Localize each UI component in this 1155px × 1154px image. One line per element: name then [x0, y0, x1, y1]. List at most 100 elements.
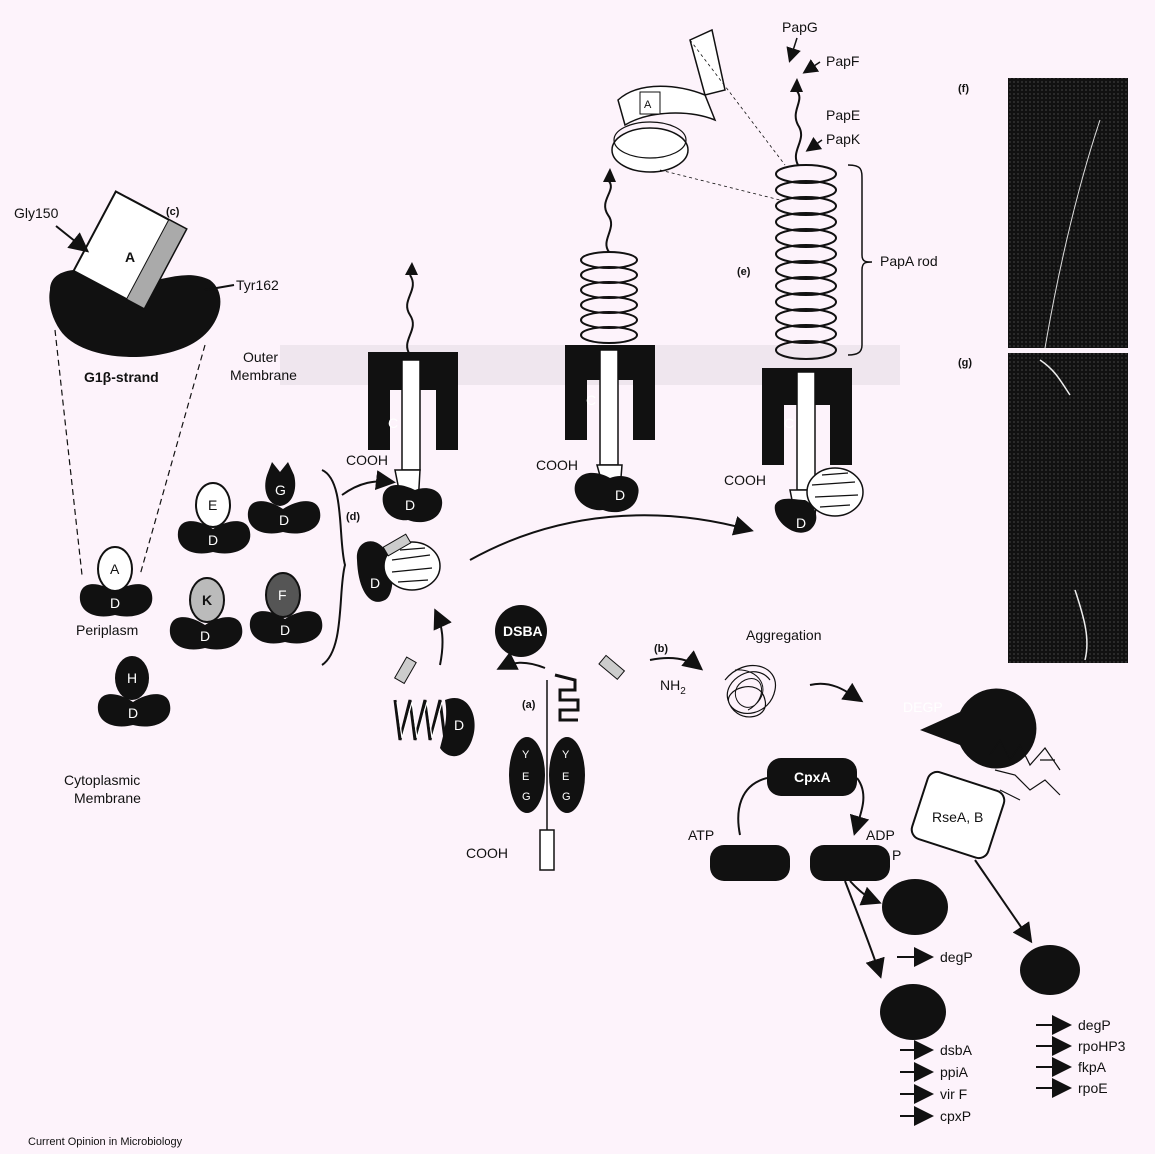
promoter-complex-2 [880, 984, 946, 1040]
papa-rod-label: PapA rod [880, 253, 938, 269]
atp-label: ATP [688, 827, 714, 843]
sigma-e-gene-1: rpoHP3 [1078, 1038, 1126, 1054]
phosphate-label: P [892, 847, 901, 863]
svg-text:D: D [279, 512, 289, 528]
outer-membrane-label-2: Membrane [230, 367, 297, 383]
svg-text:K: K [202, 592, 212, 608]
chaperone-folded-subunit: D [357, 534, 440, 602]
curly-brace [322, 470, 345, 665]
sigma-e-gene-0: degP [1078, 1017, 1111, 1033]
cpx-gene-3: cpxP [940, 1108, 971, 1124]
complex-k-d: K D [170, 578, 242, 649]
papa-rod-coil [776, 165, 836, 359]
tip-fibrillum-inset: A [612, 30, 785, 200]
cooh-label-4: COOH [466, 845, 508, 861]
cpxr-unphosphorylated [710, 845, 790, 881]
svg-text:A: A [110, 561, 120, 577]
svg-text:E: E [522, 771, 529, 783]
cooh-label-2: COOH [536, 457, 578, 473]
cpx-gene-list: dsbA ppiA vir F cpxP [900, 1042, 973, 1124]
secretion-yeg: Y E G Y E G COOH [466, 655, 624, 870]
g1-strand-label: G1β-strand [84, 369, 159, 385]
degp-protease: DEGP [903, 689, 1036, 769]
svg-text:CpxA: CpxA [794, 769, 831, 785]
papa-rod-brace [848, 165, 872, 355]
promoter-complex-1 [882, 879, 948, 935]
papg-label: PapG [782, 19, 818, 35]
cpxa-sensor: CpxA [767, 758, 857, 796]
complex-h-d: H D [98, 656, 170, 726]
cpxr-phosphorylated [810, 845, 890, 881]
panel-b-label: (b) [654, 643, 668, 655]
papk-label: PapK [826, 131, 861, 147]
svg-text:D: D [280, 622, 290, 638]
sigma-e-gene-3: rpoE [1078, 1080, 1108, 1096]
svg-text:C: C [586, 392, 596, 408]
svg-text:D: D [208, 532, 218, 548]
svg-text:C: C [388, 415, 398, 431]
svg-text:G: G [562, 791, 571, 803]
nascent-chain-folded-with-d: D [395, 657, 475, 756]
pilus-coil-2 [581, 252, 637, 343]
cpx-gene-0: dsbA [940, 1042, 973, 1058]
zoom-line-left [55, 330, 82, 575]
complex-g-d: G D [248, 462, 320, 533]
svg-text:D: D [370, 575, 380, 591]
cpx-gene-2: vir F [940, 1086, 967, 1102]
svg-text:E: E [208, 497, 217, 513]
panel-e-label: (e) [737, 266, 751, 278]
complex-f-d: F D [250, 573, 322, 643]
gly150-arrow [56, 226, 86, 250]
panel-g-label: (g) [958, 357, 972, 369]
cyto-membrane-label-2: Membrane [74, 790, 141, 806]
pape-label: PapE [826, 107, 860, 123]
svg-text:C: C [784, 415, 794, 431]
aggregation-label: Aggregation [746, 627, 822, 643]
dsba-protein: DSBA [495, 605, 547, 657]
svg-text:Y: Y [522, 749, 530, 761]
cyto-membrane-label-1: Cytoplasmic [64, 772, 140, 788]
panel-f-label: (f) [958, 83, 969, 95]
aggregate-tangle [725, 666, 775, 717]
svg-text:D: D [454, 717, 464, 733]
panel-d-label: (d) [346, 511, 360, 523]
svg-text:D: D [796, 515, 806, 531]
cooh-label-1: COOH [346, 452, 388, 468]
sigma-e-complex [1020, 945, 1080, 995]
micrograph-g [1008, 353, 1128, 663]
journal-credit: Current Opinion in Microbiology [28, 1136, 183, 1148]
svg-text:Y: Y [562, 749, 570, 761]
subunit-a-label: A [125, 249, 135, 265]
papf-label: PapF [826, 53, 859, 69]
sigma-e-gene-list: degP rpoHP3 fkpA rpoE [1036, 1017, 1126, 1096]
svg-text:D: D [615, 487, 625, 503]
periplasm-label: Periplasm [76, 622, 138, 638]
rsea-box: RseA, B [909, 769, 1007, 860]
svg-text:DSBA: DSBA [503, 623, 543, 639]
cooh-label-3: COOH [724, 472, 766, 488]
svg-text:D: D [128, 705, 138, 721]
outer-membrane-label-1: Outer [243, 349, 278, 365]
svg-text:D: D [405, 497, 415, 513]
usher-2: C D COOH [536, 168, 655, 512]
micrograph-f [1008, 78, 1128, 348]
complex-e-d: E D [178, 483, 250, 553]
nh2-label: NH2 [660, 677, 686, 697]
cpx-gene-single: degP [940, 949, 973, 965]
cpx-gene-1: ppiA [940, 1064, 969, 1080]
complex-a-d: A D [80, 547, 152, 616]
panel-a-label: (a) [522, 699, 536, 711]
tyr162-label: Tyr162 [236, 277, 279, 293]
svg-text:DEGP: DEGP [903, 699, 943, 715]
svg-text:E: E [562, 771, 569, 783]
svg-text:G: G [522, 791, 531, 803]
pilus-shaft-1 [402, 360, 420, 470]
svg-text:G: G [275, 482, 286, 498]
gly150-label: Gly150 [14, 205, 59, 221]
svg-text:RseA, B: RseA, B [932, 809, 983, 825]
svg-text:F: F [278, 587, 287, 603]
panel-c-label: (c) [166, 206, 180, 218]
svg-text:H: H [127, 670, 137, 686]
adp-label: ADP [866, 827, 895, 843]
